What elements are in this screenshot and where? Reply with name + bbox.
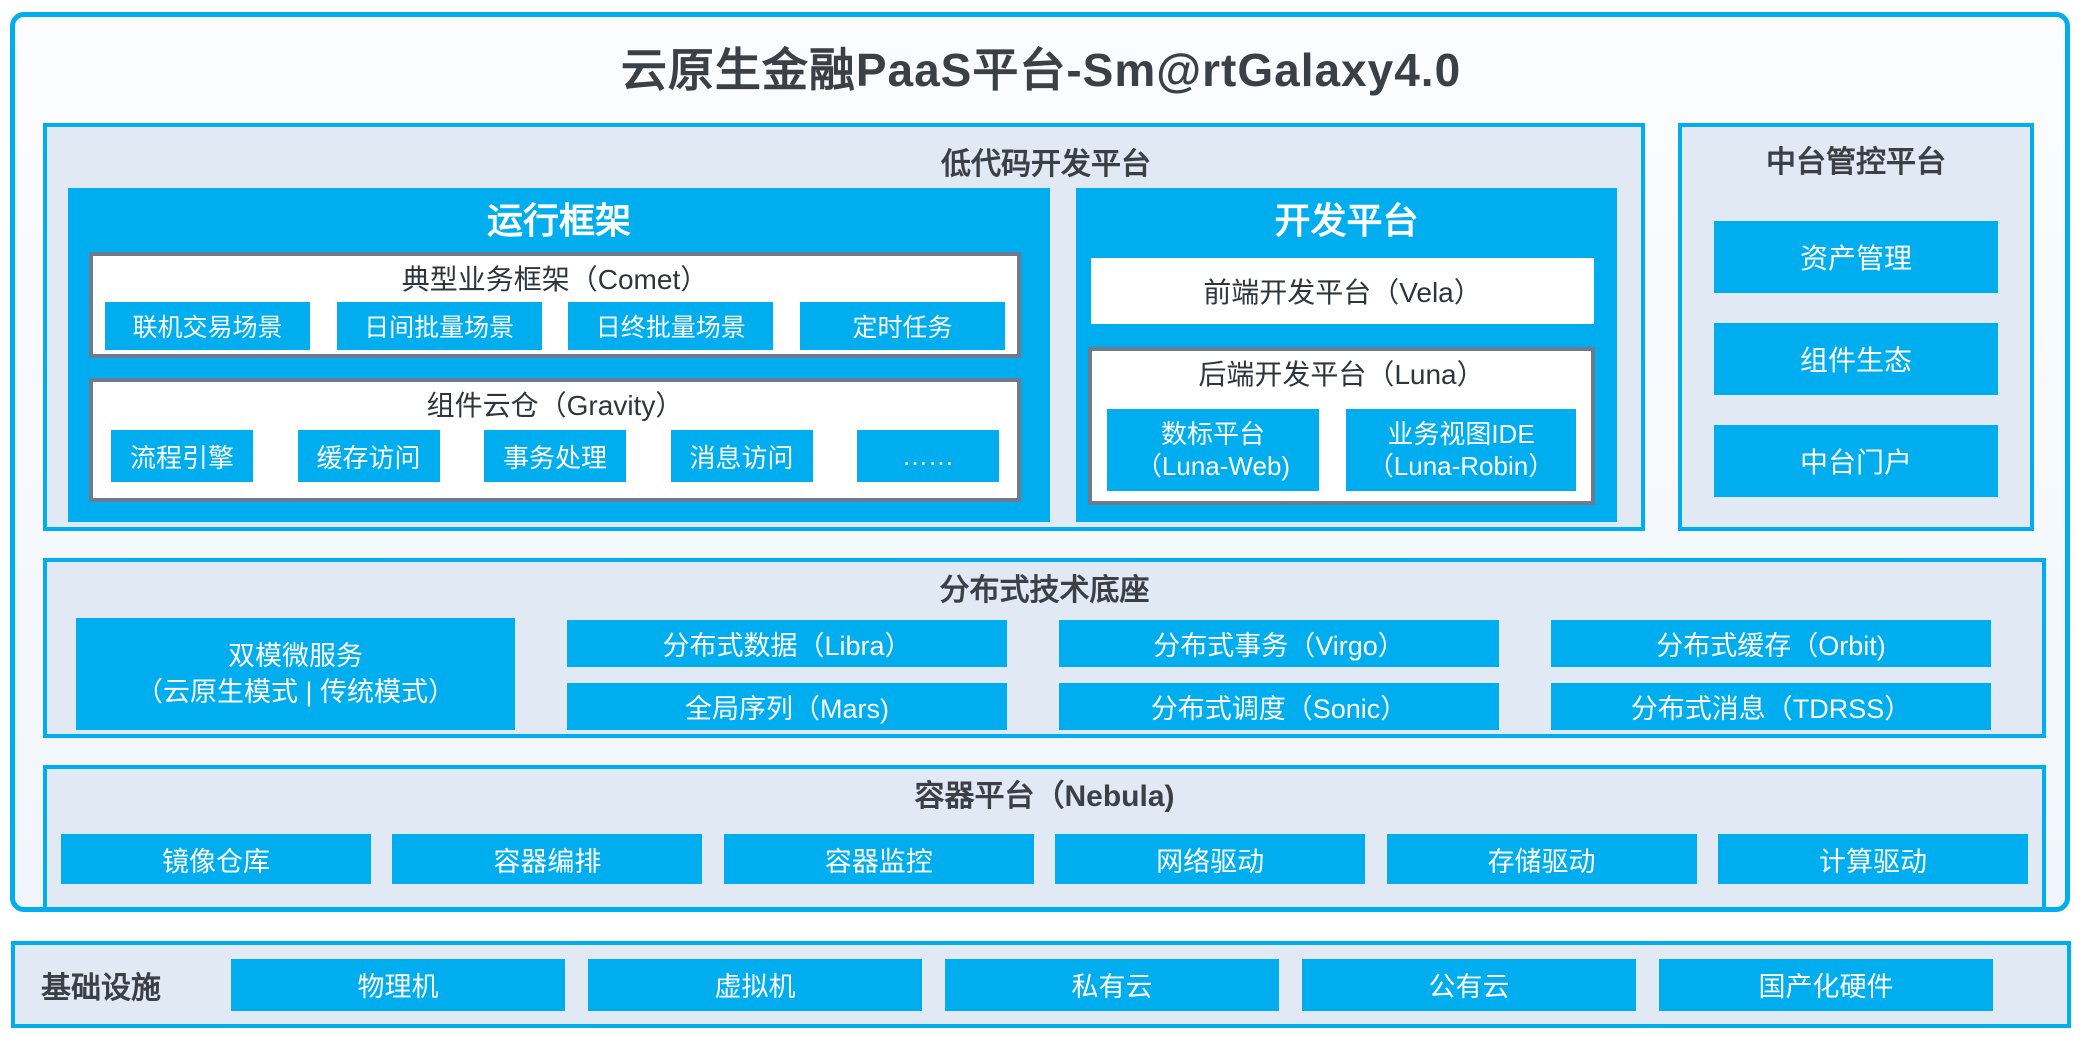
gravity-item-row: 流程引擎 缓存访问 事务处理 消息访问 ……: [93, 430, 1017, 482]
comet-item-scheduled-task: 定时任务: [799, 302, 1005, 350]
lowcode-platform-panel: 低代码开发平台 运行框架 典型业务框架（Comet） 联机交易场景 日间批量场景…: [43, 123, 1645, 531]
dual-mode-line2: （云原生模式 | 传统模式）: [135, 677, 456, 707]
dual-mode-line1: 双模微服务: [228, 641, 363, 671]
lowcode-platform-title: 低代码开发平台: [941, 148, 1151, 181]
gravity-item-cache-access: 缓存访问: [297, 430, 440, 482]
infrastructure-title: 基础设施: [41, 971, 161, 1005]
midplatform-item-portal: 中台门户: [1714, 425, 1998, 497]
container-item-monitoring: 容器监控: [723, 834, 1034, 884]
gravity-frame-title: 组件云仓（Gravity）: [426, 390, 684, 421]
comet-frame-title: 典型业务框架（Comet）: [401, 264, 709, 295]
vela-frontend-box: 前端开发平台（Vela）: [1091, 258, 1594, 324]
luna-item-row: 数标平台 （Luna-Web) 业务视图IDE （Luna-Robin）: [1092, 409, 1591, 491]
luna-item-web-name: 数标平台: [1160, 419, 1265, 449]
gravity-item-message-access: 消息访问: [670, 430, 813, 482]
luna-item-web: 数标平台 （Luna-Web): [1107, 409, 1319, 491]
luna-frame-title: 后端开发平台（Luna）: [1198, 359, 1485, 390]
infra-item-domestic-hardware: 国产化硬件: [1659, 958, 1993, 1011]
container-item-network-driver: 网络驱动: [1055, 834, 1366, 884]
container-item-storage-driver: 存储驱动: [1386, 834, 1697, 884]
comet-item-eod-batch: 日终批量场景: [568, 302, 774, 350]
gravity-item-transaction: 事务处理: [484, 430, 626, 482]
luna-item-web-code: （Luna-Web): [1135, 451, 1291, 481]
infrastructure-item-row: 物理机 虚拟机 私有云 公有云 国产化硬件: [231, 958, 1993, 1011]
distributed-item-virgo: 分布式事务（Virgo）: [1059, 620, 1499, 667]
container-item-row: 镜像仓库 容器编排 容器监控 网络驱动 存储驱动 计算驱动: [61, 834, 2028, 884]
container-item-image-repo: 镜像仓库: [61, 834, 371, 884]
midplatform-item-asset-mgmt: 资产管理: [1714, 221, 1998, 293]
runtime-framework-title: 运行框架: [486, 200, 631, 241]
luna-item-robin-code: （Luna-Robin）: [1367, 451, 1555, 481]
distributed-item-grid: 分布式数据（Libra） 分布式事务（Virgo） 分布式缓存（Orbit) 全…: [567, 620, 1991, 730]
distributed-item-orbit: 分布式缓存（Orbit): [1551, 620, 1991, 667]
dev-platform-box: 开发平台 前端开发平台（Vela） 后端开发平台（Luna） 数标平台 （Lun…: [1076, 188, 1617, 522]
distributed-base-title: 分布式技术底座: [939, 574, 1150, 607]
gravity-component-frame: 组件云仓（Gravity） 流程引擎 缓存访问 事务处理 消息访问 ……: [89, 378, 1021, 502]
container-platform-panel: 容器平台（Nebula) 镜像仓库 容器编排 容器监控 网络驱动 存储驱动 计算…: [43, 765, 2046, 911]
luna-backend-frame: 后端开发平台（Luna） 数标平台 （Luna-Web) 业务视图IDE （Lu…: [1088, 347, 1595, 505]
comet-item-row: 联机交易场景 日间批量场景 日终批量场景 定时任务: [93, 302, 1017, 350]
infra-item-public-cloud: 公有云: [1302, 958, 1636, 1011]
runtime-framework-box: 运行框架 典型业务框架（Comet） 联机交易场景 日间批量场景 日终批量场景 …: [68, 188, 1050, 522]
dual-mode-microservice-box: 双模微服务 （云原生模式 | 传统模式）: [76, 618, 515, 730]
midplatform-control-panel: 中台管控平台 资产管理 组件生态 中台门户: [1678, 123, 2034, 531]
distributed-item-mars: 全局序列（Mars): [567, 683, 1007, 730]
distributed-item-libra: 分布式数据（Libra）: [567, 620, 1007, 667]
gravity-item-more: ……: [857, 430, 999, 482]
comet-framework-frame: 典型业务框架（Comet） 联机交易场景 日间批量场景 日终批量场景 定时任务: [89, 252, 1021, 358]
midplatform-title: 中台管控平台: [1766, 146, 1946, 179]
gravity-item-process-engine: 流程引擎: [111, 430, 253, 482]
infra-item-virtual-machine: 虚拟机: [588, 958, 922, 1011]
midplatform-item-component-eco: 组件生态: [1714, 323, 1998, 395]
comet-item-online-trade: 联机交易场景: [105, 302, 310, 350]
container-platform-title: 容器平台（Nebula): [914, 780, 1175, 813]
distributed-item-sonic: 分布式调度（Sonic）: [1059, 683, 1499, 730]
luna-item-robin-name: 业务视图IDE: [1387, 419, 1535, 449]
distributed-base-panel: 分布式技术底座 双模微服务 （云原生模式 | 传统模式） 分布式数据（Libra…: [43, 558, 2046, 738]
midplatform-item-list: 资产管理 组件生态 中台门户: [1682, 221, 2030, 497]
page-title: 云原生金融PaaS平台-Sm@rtGalaxy4.0: [620, 44, 1462, 96]
container-item-compute-driver: 计算驱动: [1717, 834, 2028, 884]
distributed-item-tdrss: 分布式消息（TDRSS）: [1551, 683, 1991, 730]
container-item-orchestration: 容器编排: [392, 834, 703, 884]
infra-item-private-cloud: 私有云: [945, 958, 1279, 1011]
comet-item-daytime-batch: 日间批量场景: [336, 302, 542, 350]
dev-platform-title: 开发平台: [1274, 200, 1419, 241]
luna-item-robin: 业务视图IDE （Luna-Robin）: [1346, 409, 1576, 491]
infrastructure-panel: 基础设施 物理机 虚拟机 私有云 公有云 国产化硬件: [11, 941, 2071, 1028]
infra-item-physical-machine: 物理机: [231, 958, 565, 1011]
